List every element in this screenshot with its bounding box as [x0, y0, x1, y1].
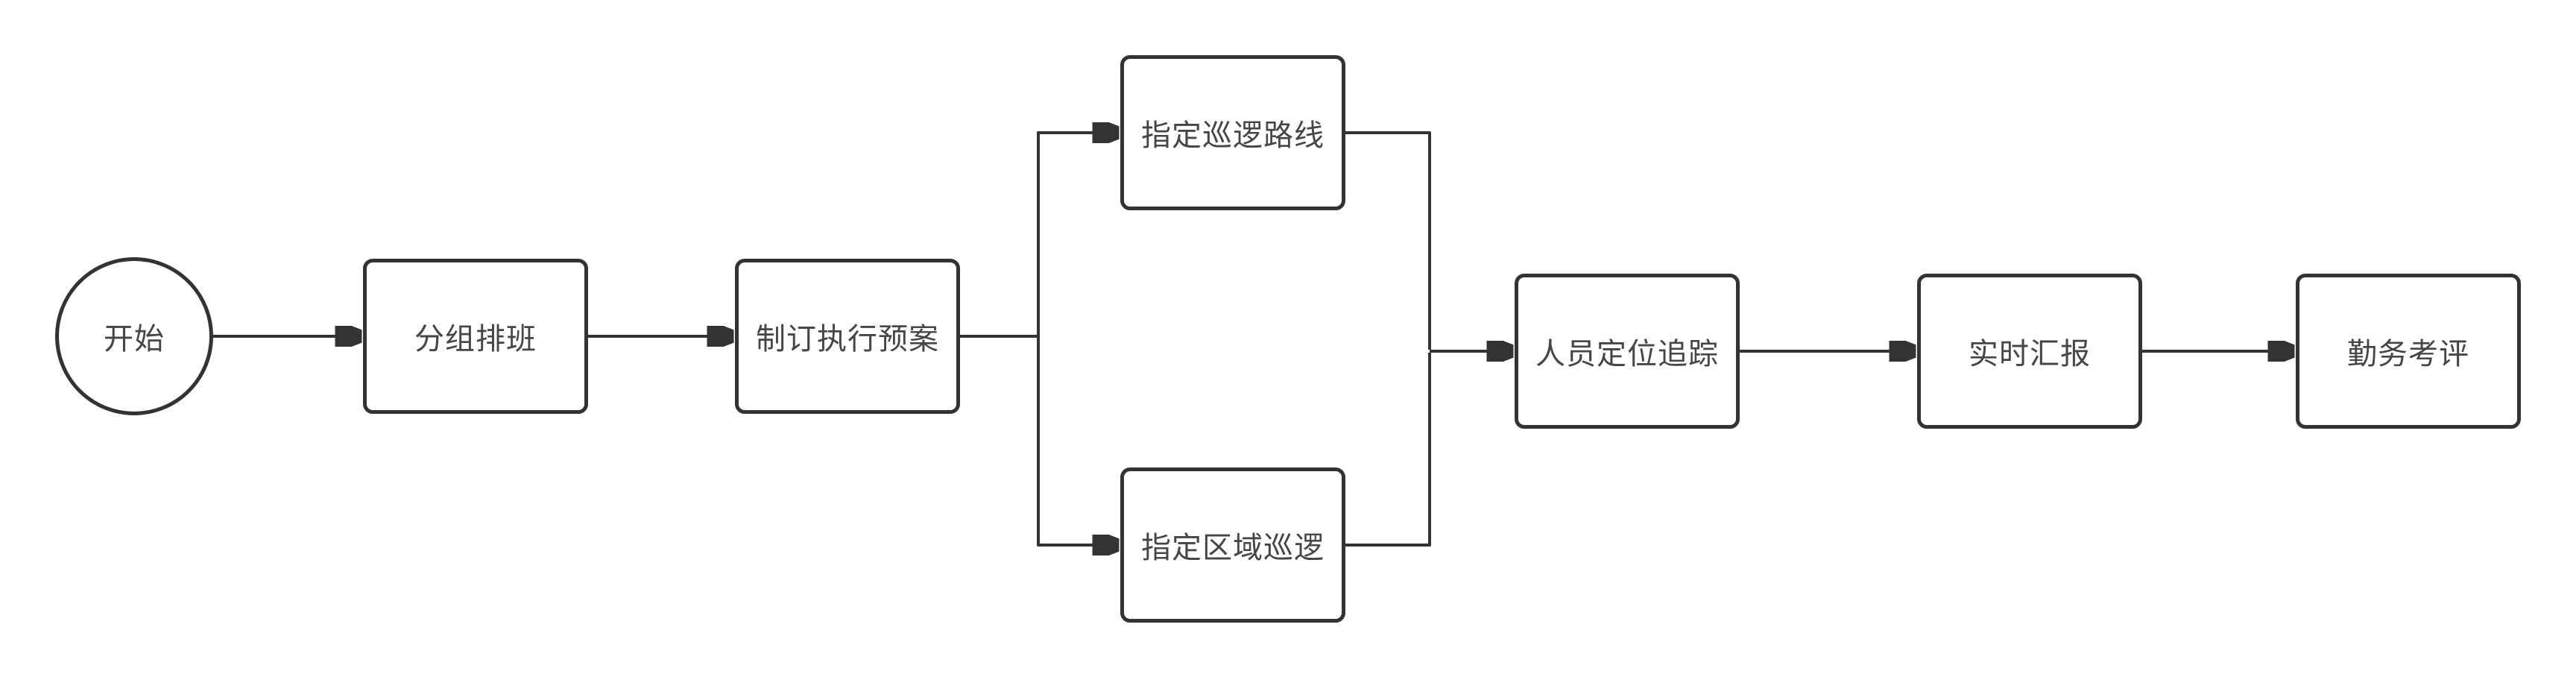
- flow-node-personnel-tracking: 人员定位追踪: [1515, 274, 1740, 429]
- flow-node-duty-evaluation: 勤务考评: [2296, 274, 2521, 429]
- flow-node-group-scheduling: 分组排班: [363, 259, 588, 414]
- flow-node-patrol-route: 指定巡逻路线: [1120, 55, 1345, 210]
- flow-node-start: 开始: [55, 257, 213, 415]
- flow-node-execution-plan: 制订执行预案: [735, 259, 960, 414]
- edge-execution-plan-to-patrol-route: [960, 133, 1118, 338]
- edge-execution-plan-to-area-patrol: [1037, 336, 1118, 545]
- flow-node-realtime-report: 实时汇报: [1917, 274, 2142, 429]
- edge-patrol-route-to-merge: [1345, 131, 1431, 350]
- flow-node-area-patrol: 指定区域巡逻: [1120, 468, 1345, 623]
- edge-area-patrol-to-merge: [1345, 353, 1431, 547]
